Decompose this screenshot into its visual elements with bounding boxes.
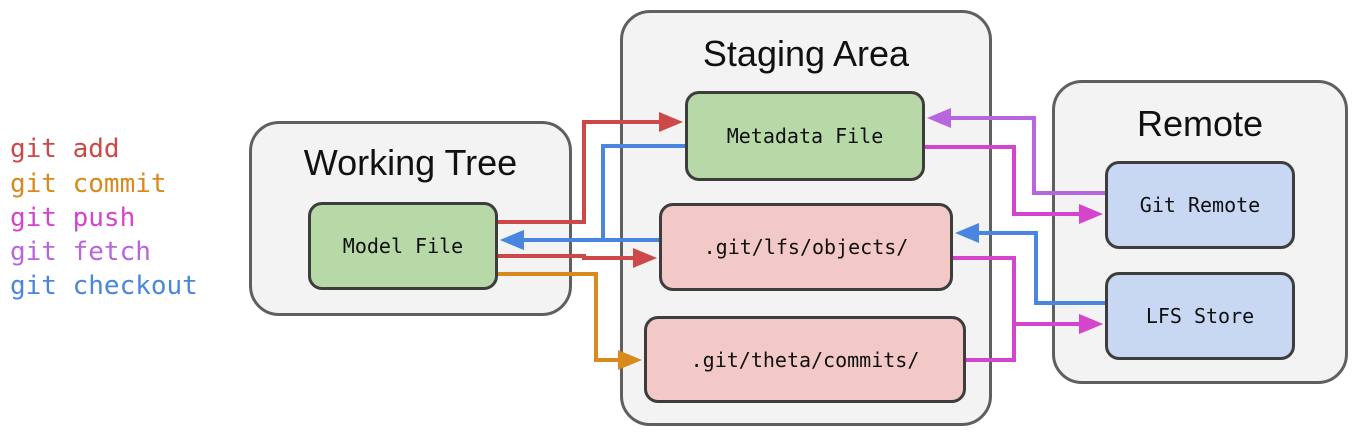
staging-area-title: Staging Area [702,33,910,74]
git-remote-label: Git Remote [1139,193,1261,217]
theta-commits-node: .git/theta/commits/ [644,316,966,403]
legend-item-git-checkout: git checkout [10,271,198,301]
metadata-file-label: Metadata File [726,124,884,148]
legend-item-git-fetch: git fetch [10,237,151,267]
legend-item-git-add: git add [10,134,120,164]
theta-commits-label: .git/theta/commits/ [690,347,920,372]
git-remote-node: Git Remote [1105,161,1295,249]
legend-item-git-commit: git commit [10,169,167,199]
model-file-label: Model File [342,234,464,258]
lfs-store-label: LFS Store [1145,304,1255,328]
lfs-objects-node: .git/lfs/objects/ [659,203,953,291]
legend-item-git-push: git push [10,203,136,233]
model-file-node: Model File [308,202,498,290]
lfs-store-node: LFS Store [1105,272,1295,360]
lfs-objects-label: .git/lfs/objects/ [703,235,909,259]
metadata-file-node: Metadata File [685,91,925,181]
working-tree-title: Working Tree [303,142,518,183]
remote-title: Remote [1136,103,1264,144]
